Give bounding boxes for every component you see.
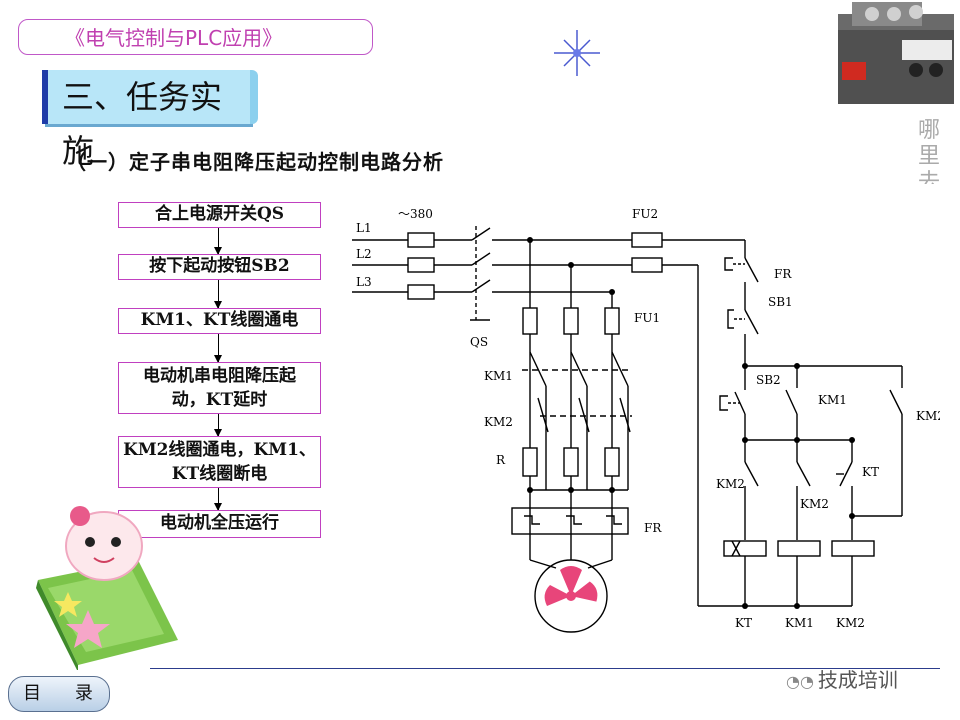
thermal-relay-photo [838, 2, 954, 104]
flow-step: 按下起动按钮SB2 [118, 254, 321, 280]
label-fu1: FU1 [634, 311, 660, 325]
label-km2-nc: KM2 [716, 477, 745, 491]
flow-arrow [214, 414, 222, 437]
label-r: R [496, 453, 506, 467]
watermark: ◔◔技成培训 [786, 664, 898, 693]
label-l2: L2 [356, 247, 372, 261]
course-title-banner: 《电气控制与PLC应用》 [18, 19, 373, 55]
page-subtitle: （一）定子串电阻降压起动控制电路分析 [66, 150, 444, 174]
label-fr-ctrl: FR [774, 267, 792, 281]
wechat-icon: ◔◔ [786, 672, 814, 691]
label-kt-contact: KT [862, 465, 879, 479]
course-title: 《电气控制与PLC应用》 [65, 26, 283, 50]
label-l3: L3 [356, 275, 372, 289]
side-text: 哪里去 [918, 118, 941, 184]
flow-step-text: 动，KT延时 [171, 390, 268, 410]
cartoon-book-decoration [36, 506, 178, 670]
flow-arrow [214, 228, 222, 255]
flow-step-text: 按下起动按钮SB2 [149, 256, 290, 276]
flow-step-text: 电动机串电阻降压起 [143, 366, 296, 386]
flow-arrow [214, 334, 222, 363]
label-km2-main: KM2 [484, 415, 513, 429]
flow-step: 合上电源开关QS [118, 202, 321, 228]
flow-step-text: KM1、KT线圈通电 [140, 310, 299, 330]
label-voltage: ～380 [398, 207, 433, 221]
footer-divider [150, 668, 940, 669]
label-qs: QS [470, 335, 488, 349]
label-sb2: SB2 [756, 373, 781, 387]
flow-step: KM1、KT线圈通电 [118, 308, 321, 334]
flow-step-text: 电动机全压运行 [160, 513, 279, 533]
label-km2-lower: KM2 [800, 497, 829, 511]
section-title: 三、任务实施 [42, 70, 258, 170]
toc-button[interactable]: 目 录 [8, 676, 110, 712]
section-title-text: 三、任务实施 [62, 78, 223, 170]
flow-arrow [214, 280, 222, 309]
flow-arrow [214, 488, 222, 511]
flow-step-text: 合上电源开关QS [154, 204, 285, 224]
sparkle-icon [554, 30, 600, 76]
flow-step: KM2线圈通电，KM1、 KT线圈断电 [118, 436, 321, 488]
label-sb1: SB1 [768, 295, 793, 309]
label-km2-aux: KM2 [916, 409, 940, 423]
label-km1-main: KM1 [484, 369, 513, 383]
flow-step: 电动机串电阻降压起动，KT延时 [118, 362, 321, 414]
label-fr-main: FR [644, 521, 662, 535]
label-km1-aux: KM1 [818, 393, 847, 407]
coil-label-km1: KM1 [785, 616, 814, 630]
coil-label-kt: KT [735, 616, 752, 630]
label-fu2: FU2 [632, 207, 658, 221]
flow-step-text: KM2线圈通电，KM1、 [123, 440, 316, 460]
coil-label-km2: KM2 [836, 616, 865, 630]
flow-step-text: KT线圈断电 [171, 464, 268, 484]
flow-step: 电动机全压运行 [118, 510, 321, 538]
circuit-diagram: L1 L2 L3 ～380 QS FU1 FU2 KM1 KM2 R FR FR… [352, 207, 940, 633]
watermark-text: 技成培训 [817, 668, 898, 692]
label-l1: L1 [356, 221, 372, 235]
